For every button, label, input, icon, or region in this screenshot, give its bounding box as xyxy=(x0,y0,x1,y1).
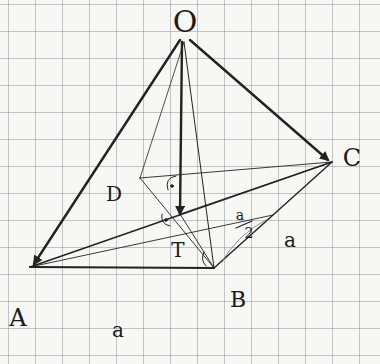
point-label: D xyxy=(106,184,122,204)
length-label: a xyxy=(284,230,296,250)
vertex-label: C xyxy=(343,146,361,170)
point-label: T xyxy=(171,240,184,260)
fraction-numerator: a xyxy=(236,208,244,222)
fraction-denominator: 2 xyxy=(245,226,254,240)
vertex-label: A xyxy=(9,306,26,330)
length-label: a xyxy=(112,320,124,340)
vertex-label: O xyxy=(173,7,198,37)
vertex-label: B xyxy=(230,289,246,311)
